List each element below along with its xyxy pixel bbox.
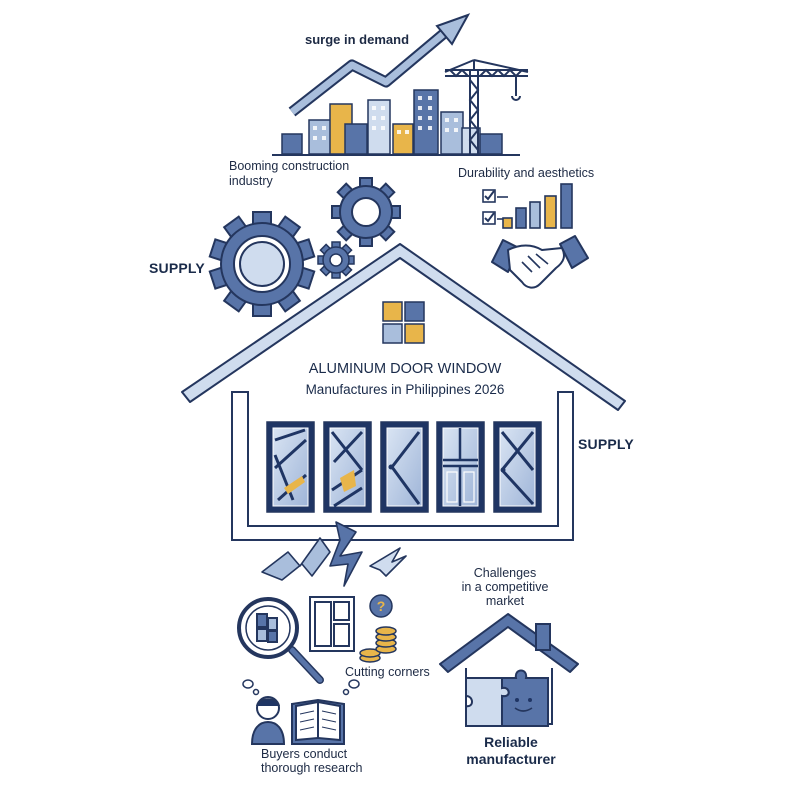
gear-icon (331, 177, 401, 247)
house-subtitle: Manufactures in Philippines 2026 (305, 382, 505, 397)
city-skyline-icon (272, 89, 520, 156)
question-icon: ? (369, 594, 393, 618)
door-icon (493, 421, 542, 513)
thought-bubble (242, 679, 360, 696)
construction-label: Booming construction industry (229, 159, 350, 188)
supply-right-label: SUPPLY (578, 436, 634, 452)
svg-text:?: ? (377, 598, 386, 614)
handshake-icon (491, 235, 589, 289)
door-icon (436, 421, 485, 513)
window-icon (309, 596, 355, 652)
door-icon (380, 421, 429, 513)
buyers-label: Buyers conduct thorough research (261, 747, 363, 775)
cutting-corners-label: Cutting corners (345, 665, 430, 679)
durability-label: Durability and aesthetics (458, 166, 595, 180)
trend-arrow-icon (288, 13, 471, 117)
coins-icon (359, 626, 397, 663)
door-icon (323, 421, 372, 513)
book-icon (291, 698, 345, 745)
person-icon (250, 696, 286, 745)
crane-icon (444, 59, 529, 154)
challenges-label: Challenges in a competitive market (461, 566, 549, 608)
house-title: ALUMINUM DOOR WINDOW (308, 361, 502, 377)
magnifier-icon (237, 597, 324, 684)
lightning-icon (261, 521, 407, 587)
puzzle-icon (465, 669, 549, 727)
bar-chart-icon (502, 183, 573, 229)
gear-icon (208, 211, 316, 317)
demand-label: surge in demand (305, 32, 410, 47)
gear-icon (317, 241, 355, 279)
house-icon (439, 613, 579, 725)
logo-squares-icon (382, 301, 425, 344)
door-icon (266, 421, 315, 513)
supply-left-label: SUPPLY (149, 260, 205, 276)
reliable-label: Reliable manufacturer (466, 734, 556, 767)
